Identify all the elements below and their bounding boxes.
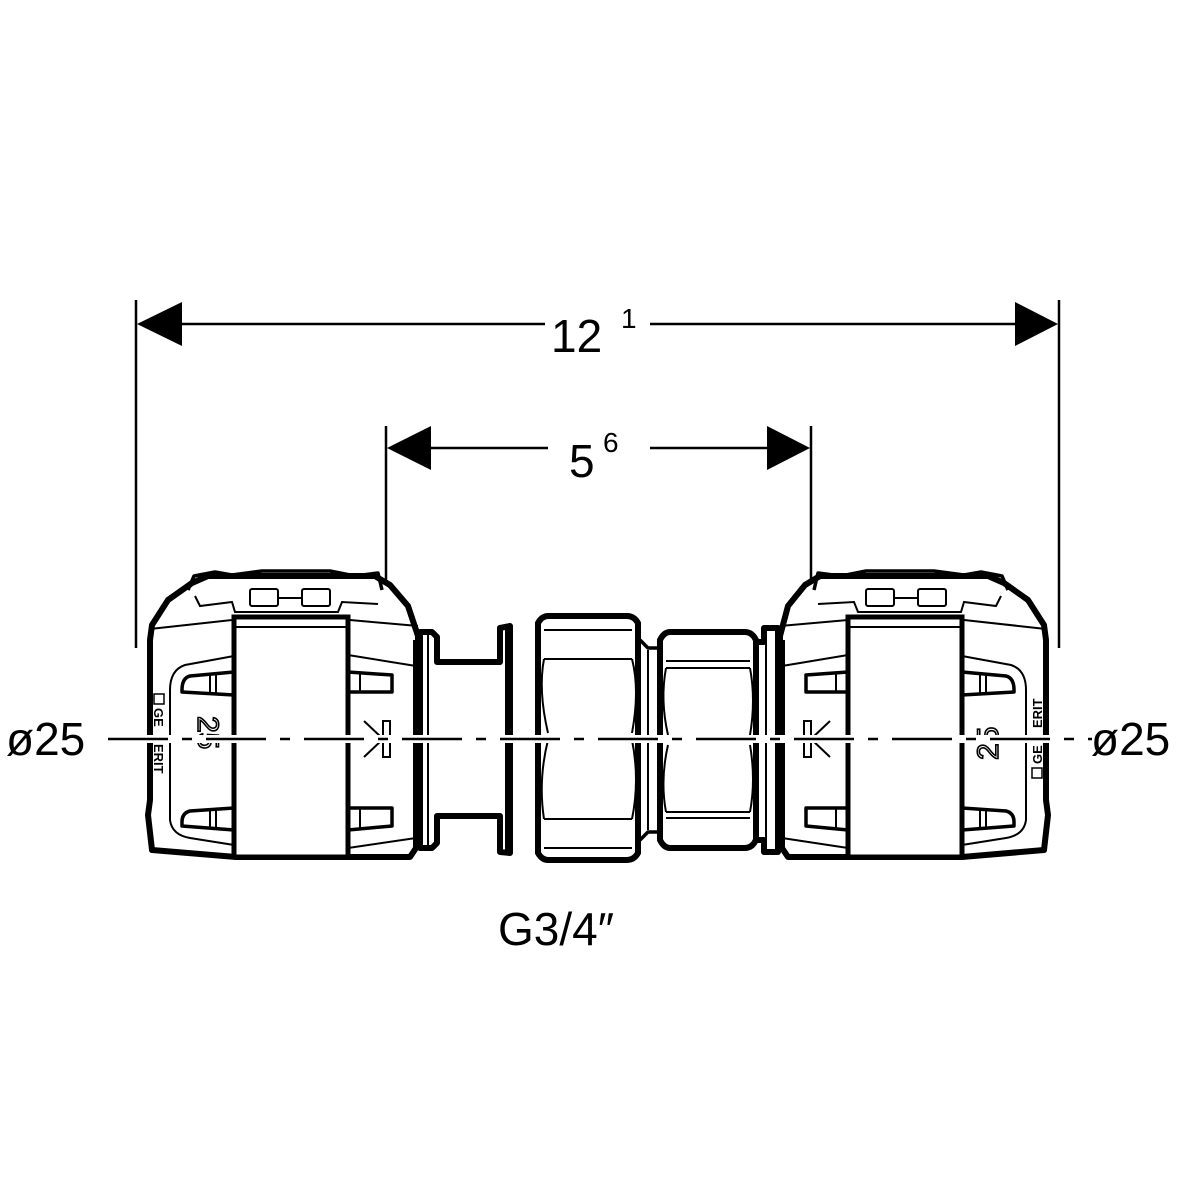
right-diameter-label: ø25	[1091, 713, 1170, 765]
svg-text:25: 25	[972, 727, 1005, 760]
left-connector: GE ERIT 25	[145, 569, 421, 860]
overall-length-superscript: 1	[621, 303, 637, 334]
arrowhead-left	[137, 302, 182, 346]
brand-marking-right: GE ERIT	[1030, 698, 1045, 779]
svg-text:ERIT: ERIT	[151, 744, 166, 774]
right-connector: GE ERIT 25	[777, 569, 1051, 860]
overall-length-value: 12	[551, 310, 602, 362]
svg-text:GE: GE	[151, 708, 166, 727]
overall-length-dimension: 12 1	[134, 300, 1061, 648]
size-label-right: 25	[971, 726, 1006, 761]
svg-text:ERIT: ERIT	[1030, 698, 1045, 728]
arrowhead-left	[387, 426, 431, 470]
arrowhead-right	[767, 426, 810, 470]
thread-size-label: G3/4″	[498, 903, 614, 955]
svg-text:GE: GE	[1030, 745, 1045, 764]
brand-marking-left: GE ERIT	[151, 693, 166, 774]
left-diameter-label: ø25	[6, 713, 85, 765]
arrowhead-right	[1015, 302, 1058, 346]
insertion-spacing-value: 5	[569, 435, 595, 487]
size-label-left: 25	[190, 715, 225, 750]
svg-text:25: 25	[191, 716, 224, 749]
insertion-spacing-superscript: 6	[603, 427, 619, 458]
